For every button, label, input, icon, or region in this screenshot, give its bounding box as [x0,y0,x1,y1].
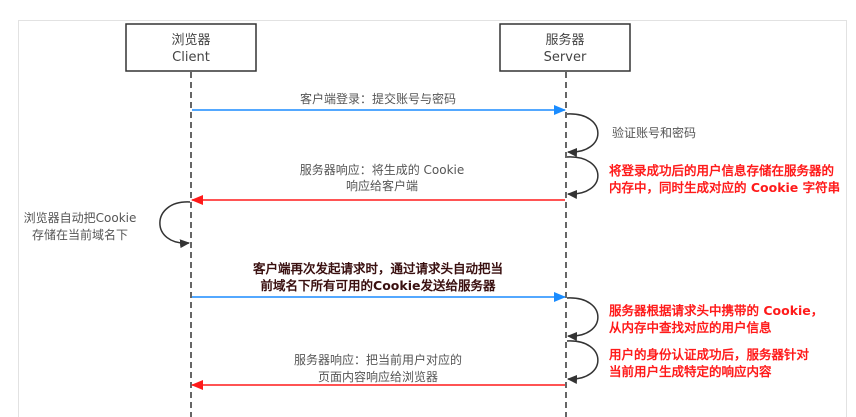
verify-label: 验证账号和密码 [612,125,696,140]
lookup-note-line2: 从内存中查找对应的用户信息 [609,320,772,335]
participant-server: 服务器 Server [499,23,631,72]
store-note-line2: 内存中，同时生成对应的 Cookie 字符串 [609,180,840,195]
client-store-line2: 存储在当前域名下 [32,227,128,242]
response1-label-line2: 响应给客户端 [346,178,418,193]
client-subtitle: Client [172,50,210,65]
verify-loop-arrow [566,113,599,157]
store-loop-arrow [566,156,599,199]
auth-note-line1: 用户的身份认证成功后，服务器针对 [608,347,810,362]
lookup-note-line1: 服务器根据请求头中携带的 Cookie， [609,303,823,318]
response2-label-line1: 服务器响应：把当前用户对应的 [294,352,462,367]
auth-loop-arrow [566,340,599,384]
store-note-line1: 将登录成功后的用户信息存储在服务器的 [609,163,834,178]
server-subtitle: Server [544,50,587,65]
auth-note-line2: 当前用户生成特定的响应内容 [609,364,772,379]
request-label-line1: 客户端再次发起请求时，通过请求头自动把当 [252,261,503,276]
participant-client: 浏览器 Client [125,23,257,72]
response2-label-line2: 页面内容响应给浏览器 [318,369,438,384]
response1-label-line1: 服务器响应：将生成的 Cookie [300,162,465,177]
client-title: 浏览器 [171,32,210,48]
server-title: 服务器 [545,32,584,48]
lookup-loop-arrow [566,297,599,341]
login-label: 客户端登录：提交账号与密码 [300,91,456,106]
diagram-frame [18,20,847,417]
client-store-line1: 浏览器自动把Cookie [24,210,137,225]
request-label-line2: 前域名下所有可用的Cookie发送给服务器 [261,278,496,293]
client-store-loop-arrow [159,201,191,249]
